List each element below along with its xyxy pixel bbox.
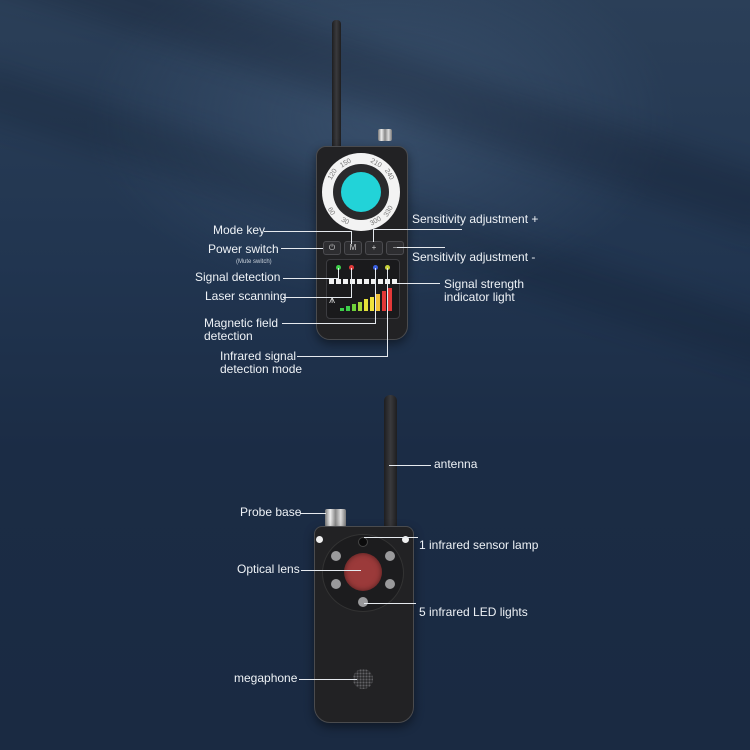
viewing-lens xyxy=(341,172,381,212)
leader-line xyxy=(375,268,376,324)
label-magnetic-field: Magnetic field xyxy=(204,316,279,330)
leader-line xyxy=(364,603,416,604)
leader-line xyxy=(282,323,376,324)
minus-icon: − xyxy=(392,243,398,252)
power-button[interactable]: ⏻ xyxy=(323,241,341,255)
leader-line xyxy=(301,570,361,571)
mode-icon: M xyxy=(349,243,357,252)
plus-icon: + xyxy=(371,243,377,252)
label-infrared-mode-2: detection mode xyxy=(220,362,303,376)
power-icon: ⏻ xyxy=(328,243,336,252)
corner-screw xyxy=(402,536,409,543)
ir-led xyxy=(358,597,368,607)
label-sensitivity-minus: Sensitivity adjustment - xyxy=(412,250,536,264)
leader-line xyxy=(300,513,326,514)
leader-line xyxy=(364,537,418,538)
speaker-grill xyxy=(353,669,373,689)
ir-led xyxy=(385,579,395,589)
label-mode-key: Mode key xyxy=(213,223,266,237)
label-signal-strength-2: indicator light xyxy=(444,290,515,304)
mode-button[interactable]: M xyxy=(344,241,362,255)
label-megaphone: megaphone xyxy=(234,671,298,685)
leader-line xyxy=(299,679,357,680)
leader-line xyxy=(283,278,339,279)
leader-line xyxy=(297,356,388,357)
label-sensitivity-plus: Sensitivity adjustment + xyxy=(412,212,539,226)
leader-line xyxy=(397,283,440,284)
sensitivity-plus-button[interactable]: + xyxy=(365,241,383,255)
leader-line xyxy=(281,248,323,249)
label-power-switch: Power switch xyxy=(208,242,279,256)
label-mute-switch: (Mute switch) xyxy=(236,259,272,265)
antenna xyxy=(384,395,397,527)
label-ir-led-lights: 5 infrared LED lights xyxy=(419,605,528,619)
leader-line xyxy=(351,268,352,297)
label-signal-strength: Signal strength xyxy=(444,277,525,291)
probe-connector xyxy=(378,129,392,141)
leader-line xyxy=(283,297,352,298)
label-ir-sensor-lamp: 1 infrared sensor lamp xyxy=(419,538,539,552)
label-optical-lens: Optical lens xyxy=(237,562,300,576)
label-laser-scanning: Laser scanning xyxy=(205,289,287,303)
leader-line xyxy=(264,231,352,232)
infrared-mode-led xyxy=(385,265,390,270)
ir-led xyxy=(385,551,395,561)
leader-line xyxy=(397,247,445,248)
leader-line xyxy=(387,268,388,357)
ir-led xyxy=(331,579,341,589)
label-probe-base: Probe base xyxy=(240,505,302,519)
leader-line xyxy=(389,465,431,466)
ir-sensor-lamp xyxy=(358,537,368,547)
signal-detection-led xyxy=(336,265,341,270)
magnetic-field-led xyxy=(373,265,378,270)
tower-icon: ⩚ xyxy=(329,294,336,306)
probe-base xyxy=(325,509,346,527)
sensitivity-minus-button[interactable]: − xyxy=(386,241,404,255)
label-magnetic-field-2: detection xyxy=(204,329,253,343)
leader-line xyxy=(373,229,374,242)
optical-lens xyxy=(344,553,382,591)
ir-led xyxy=(331,551,341,561)
label-signal-detection: Signal detection xyxy=(195,270,281,284)
leader-line xyxy=(338,268,339,278)
antenna xyxy=(332,20,341,148)
label-infrared-mode: Infrared signal xyxy=(220,349,297,363)
corner-screw xyxy=(316,536,323,543)
signal-strength-bars xyxy=(340,287,396,311)
leader-line xyxy=(351,231,352,244)
label-antenna: antenna xyxy=(434,457,478,471)
leader-line xyxy=(373,229,462,230)
laser-scanning-led xyxy=(349,265,354,270)
